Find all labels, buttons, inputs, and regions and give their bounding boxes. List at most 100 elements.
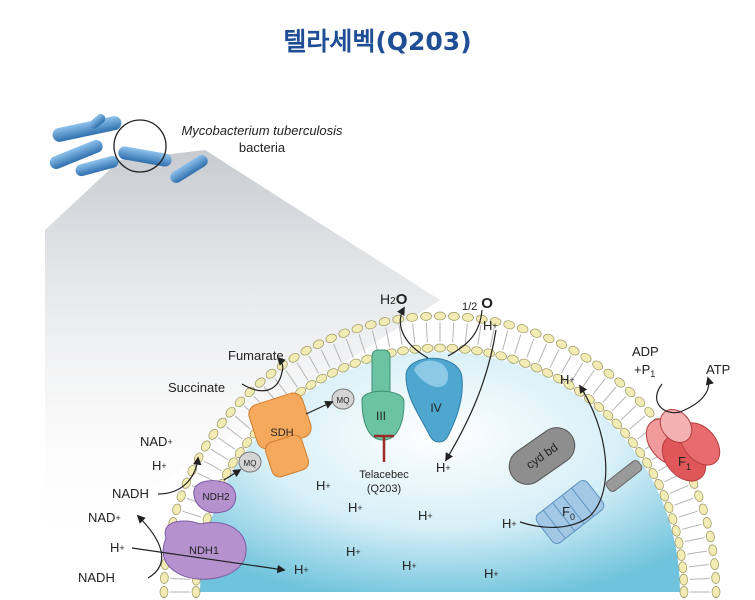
complex-iii: III (361, 349, 405, 441)
telacebec-code: (Q203) (367, 483, 401, 495)
lipid-head (708, 544, 718, 557)
lipid-head (705, 530, 715, 543)
lipid-head (208, 428, 219, 440)
h-plus-iv-out: H+ (483, 318, 498, 333)
lipid-head (458, 344, 471, 354)
bacterium-rod (89, 113, 106, 129)
lipid-head (654, 478, 664, 491)
lipid-head (507, 354, 519, 364)
lipid-head (159, 586, 169, 598)
lipid-head (420, 311, 432, 321)
lipid-head (602, 410, 614, 421)
lipid-head (325, 333, 337, 343)
h-plus-cyto: H+ (316, 478, 331, 493)
bacteria-label: bacteria (239, 140, 286, 155)
lipid-tail (629, 415, 646, 430)
lipid-tail (333, 343, 342, 363)
lipid-head (172, 503, 182, 516)
lipid-head (711, 572, 721, 584)
lipid-tail (226, 426, 243, 440)
lipid-tail (452, 322, 455, 343)
lipid-head (702, 517, 712, 529)
menaquinone-1: MQ (238, 451, 262, 473)
lipid-head (228, 457, 238, 469)
lipid-head (627, 437, 638, 448)
lipid-tail (514, 334, 522, 354)
lipid-head (530, 328, 542, 338)
bacterium-rod (75, 155, 119, 177)
lipid-tail (234, 415, 251, 430)
lipid-head (678, 561, 688, 574)
lipid-head (397, 346, 409, 356)
lipid-head (659, 490, 669, 502)
mq-label-1: MQ (244, 459, 257, 468)
lipid-head (338, 363, 350, 373)
lipid-tail (371, 330, 378, 351)
lipid-head (234, 396, 246, 408)
lipid-tail (678, 510, 698, 518)
ndh2-complex: NDH2 (193, 480, 237, 514)
lipid-head (316, 373, 328, 384)
lipid-head (698, 503, 708, 516)
lipid-head (611, 418, 622, 430)
lipid-tail (684, 537, 705, 543)
telacebec-inhibitor: Telacebec (Q203) (359, 434, 409, 495)
reaction-arrows (131, 306, 714, 579)
lipid-head (635, 447, 646, 459)
h-plus-cyto: H+ (294, 562, 309, 577)
fumarate-label: Fumarate (228, 348, 284, 363)
lipid-head (648, 468, 659, 480)
lipid-head (242, 437, 253, 448)
lipid-head (434, 343, 446, 353)
arrow-iv-to-h2o (397, 306, 429, 359)
lipid-head (288, 352, 300, 363)
pi-label: +P1 (634, 362, 655, 379)
lipid-head (349, 358, 361, 368)
lipid-head (674, 537, 684, 549)
sdh-label: SDH (270, 427, 293, 439)
h-plus-cyto: H+ (348, 500, 363, 515)
lipid-tail (385, 327, 391, 348)
lipid-head (543, 333, 555, 343)
lipid-head (614, 377, 626, 388)
arrow-succinate-fumarate (241, 356, 286, 392)
lipid-head (694, 490, 704, 502)
lipid-tail (218, 437, 236, 450)
lipid-tail (489, 327, 495, 348)
lipid-head (338, 328, 350, 338)
arrow-ndh2-to-mq (223, 469, 242, 481)
arrow-adp-to-atp (656, 376, 714, 414)
lipid-tail (688, 564, 709, 568)
atp-synthase-stalk (605, 460, 643, 492)
lipid-head (495, 351, 507, 361)
lipid-head (620, 427, 631, 439)
lipid-head (191, 586, 201, 598)
lipid-head (489, 317, 502, 327)
lipid-head (519, 358, 531, 368)
lipid-head (568, 345, 580, 356)
lipid-tail (620, 405, 637, 421)
lipid-head (593, 401, 605, 412)
h-plus-cyto: H+ (436, 460, 451, 475)
f1-subunit: F1 (645, 409, 721, 482)
lipid-head (406, 313, 418, 322)
lipid-head (300, 345, 312, 356)
lipid-head (265, 368, 277, 379)
lipid-tail (592, 378, 606, 395)
arrow-h-through-ndh1 (131, 547, 286, 574)
lipid-tail (308, 355, 320, 374)
bacterium-rod (49, 139, 103, 170)
lipid-head (555, 339, 568, 349)
lipid-tail (285, 370, 298, 388)
cyd-bd-complex: cyd bd (508, 427, 576, 485)
sdh-complex: SDH (248, 392, 312, 478)
lipid-head (634, 396, 646, 408)
lipid-head (530, 363, 542, 373)
lipid-head (326, 368, 339, 378)
lipid-head (225, 406, 236, 418)
lipid-tail (687, 550, 707, 555)
lipid-tail (425, 322, 428, 343)
lipid-head (378, 317, 391, 327)
lipid-tail (398, 325, 403, 345)
lipid-head (176, 490, 186, 502)
